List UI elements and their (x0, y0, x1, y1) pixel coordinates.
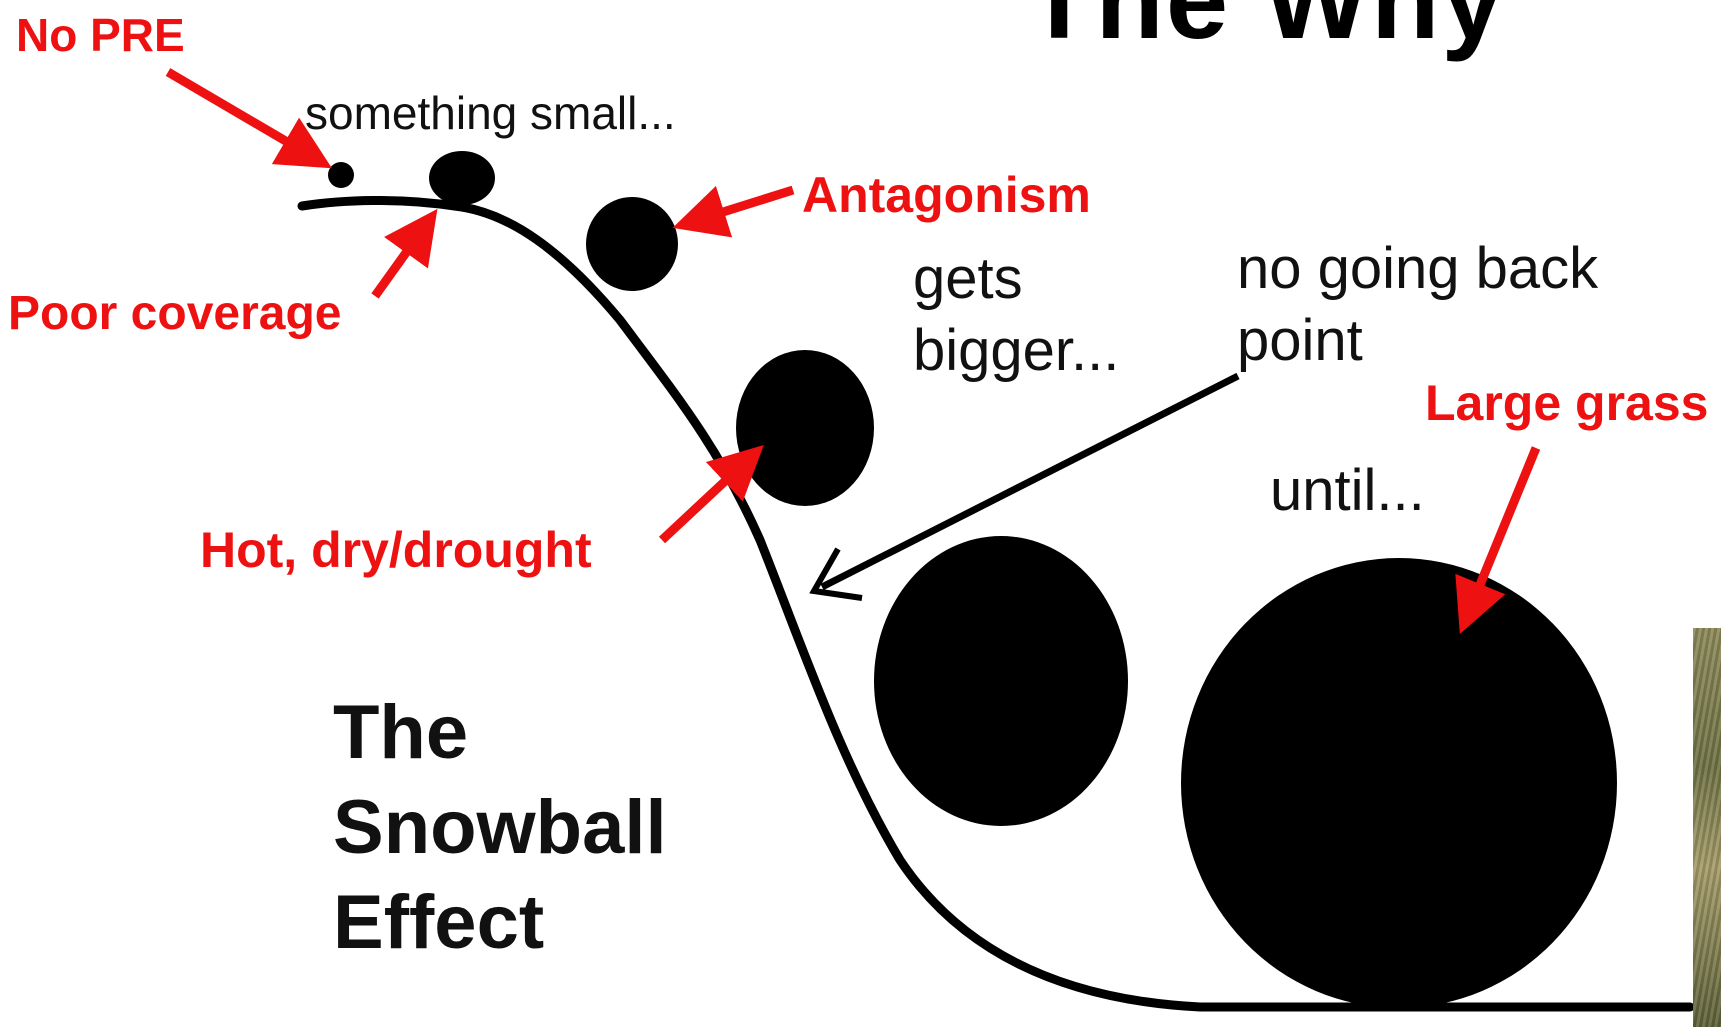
phrase-gets: gets (913, 246, 1023, 311)
phrase-no-going-back: no going back (1237, 236, 1599, 301)
poor-coverage-arrow (371, 208, 438, 299)
phrase-bigger: bigger... (913, 318, 1120, 383)
caption-line-1: The (333, 690, 469, 775)
annotation-no-pre: No PRE (16, 9, 185, 61)
snowball-tiny (328, 162, 354, 188)
no-pre-arrow (165, 68, 332, 169)
snowball-small (429, 151, 495, 205)
slide-title: The Why (1025, 0, 1506, 56)
no-going-back-pointer-head (809, 547, 863, 601)
phrase-until: until... (1270, 458, 1425, 523)
caption-line-3: Effect (333, 880, 545, 965)
snowball-large (736, 350, 874, 506)
phrase-point: point (1237, 308, 1363, 373)
annotation-antagonism: Antagonism (802, 167, 1091, 223)
snowball-huge (1181, 558, 1617, 1008)
hot-dry-arrow (658, 444, 764, 544)
large-grass-arrow (1455, 446, 1541, 634)
annotation-poor-coverage: Poor coverage (8, 287, 342, 340)
no-going-back-pointer (820, 372, 1240, 591)
snowball-medium (586, 197, 678, 291)
phrase-something-small: something small... (305, 87, 676, 139)
annotation-large-grass: Large grass (1425, 375, 1709, 431)
antagonism-arrow (672, 185, 795, 238)
grass-photo (1693, 628, 1721, 1027)
snowball-larger (874, 536, 1128, 826)
caption-line-2: Snowball (333, 785, 667, 870)
annotation-hot-dry: Hot, dry/drought (200, 522, 592, 578)
